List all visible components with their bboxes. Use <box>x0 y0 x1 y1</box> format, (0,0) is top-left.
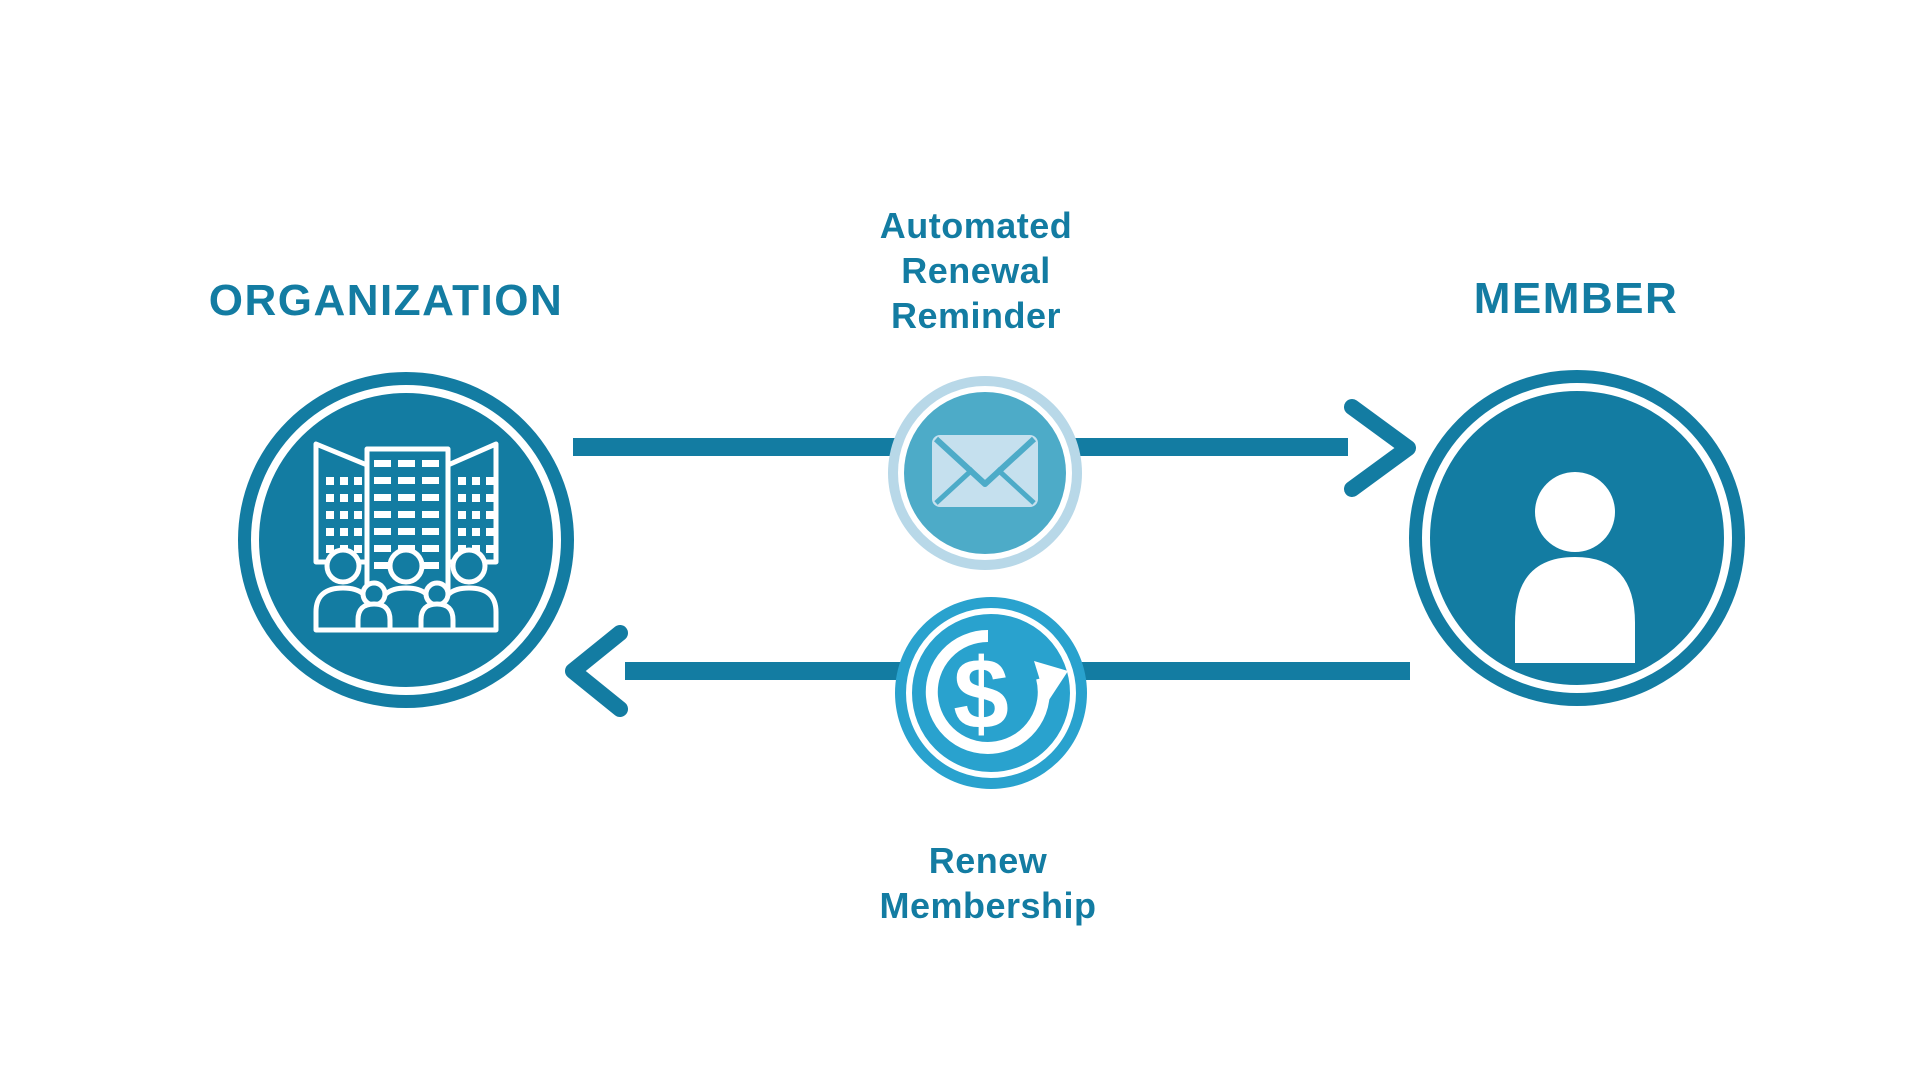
envelope-icon <box>932 435 1038 507</box>
renew-membership-label: Renew Membership <box>879 840 1097 926</box>
automated-renewal-reminder-label: Automated Renewal Reminder <box>879 205 1073 336</box>
organization-icon <box>238 372 574 708</box>
building-windows <box>326 460 494 569</box>
organization-label: ORGANIZATION <box>208 276 564 325</box>
member-icon <box>1409 370 1745 706</box>
people-group-icon <box>313 547 499 633</box>
person-icon <box>1515 472 1635 663</box>
svg-text:$: $ <box>953 638 1009 750</box>
dollar-refresh-icon: $ <box>925 629 1068 754</box>
email-icon <box>888 376 1082 570</box>
member-label: MEMBER <box>1473 274 1679 323</box>
dollar-renewal-icon: $ <box>895 597 1087 789</box>
